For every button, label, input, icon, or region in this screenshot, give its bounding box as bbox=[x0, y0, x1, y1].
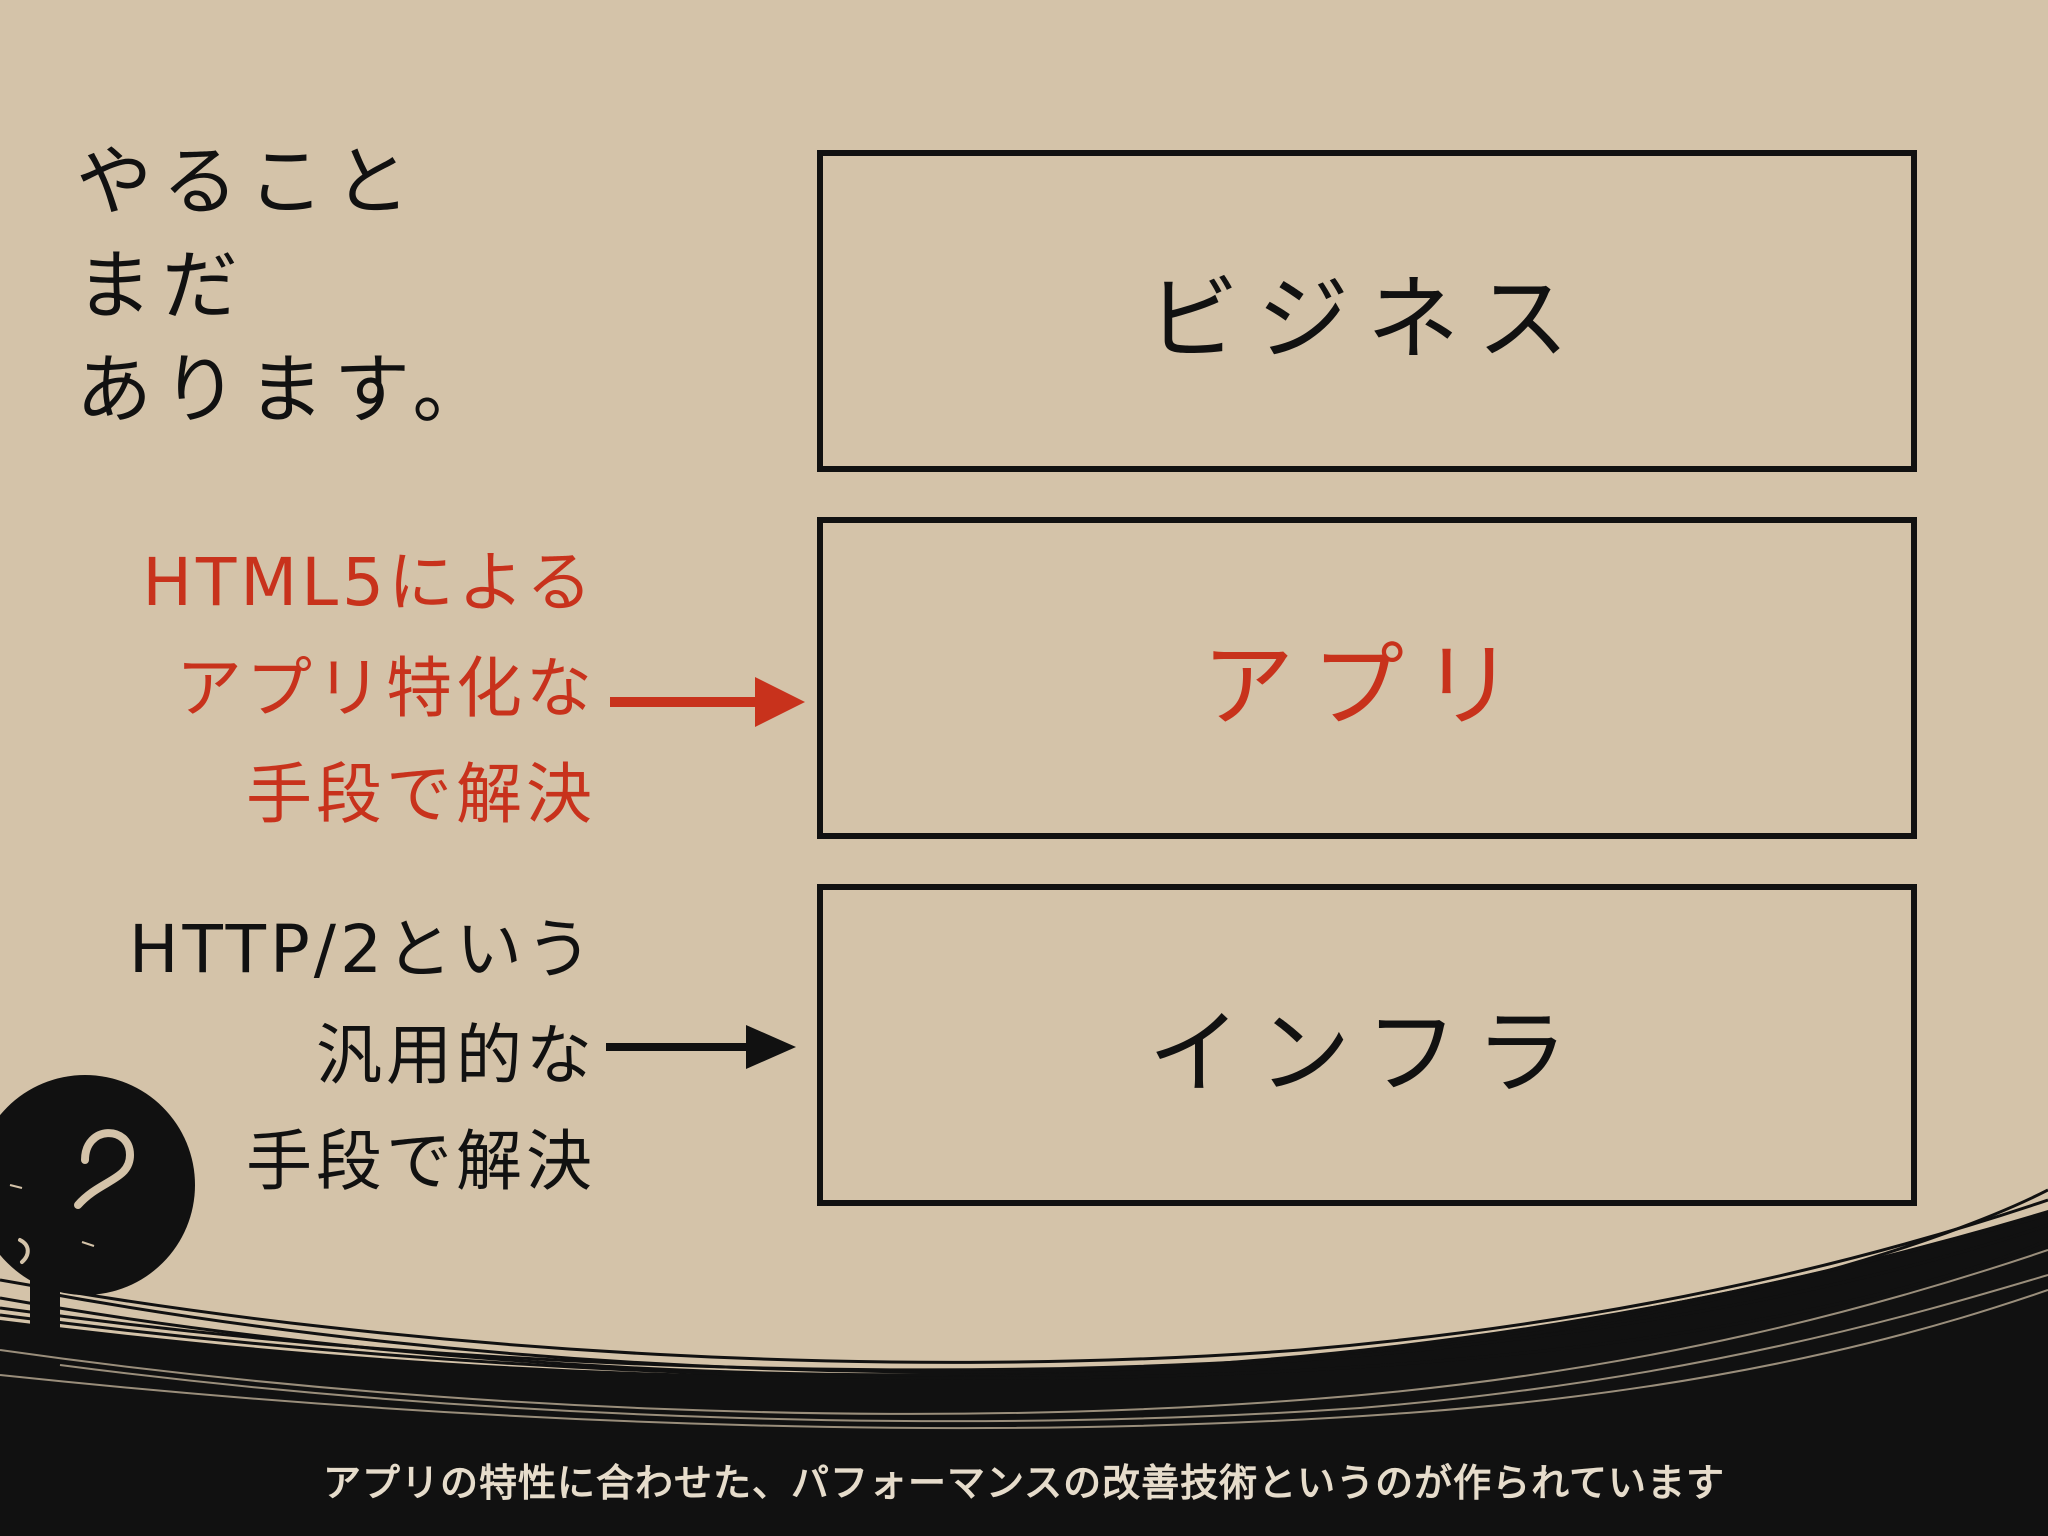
intro-line-1: やること bbox=[76, 130, 498, 234]
app-note: HTML5による アプリ特化な 手段で解決 bbox=[142, 530, 596, 848]
infra-note-line-1: HTTP/2という bbox=[129, 897, 596, 1003]
slide-caption: アプリの特性に合わせた、パフォーマンスの改善技術というのが作られています bbox=[0, 1452, 2048, 1507]
intro-line-2: まだ bbox=[76, 234, 498, 338]
app-layer-label: アプリ bbox=[1202, 612, 1532, 745]
business-layer-label: ビジネス bbox=[1147, 245, 1587, 378]
question-head-icon bbox=[0, 1070, 220, 1330]
intro-text: やること まだ あります。 bbox=[76, 130, 498, 442]
infra-layer-box: インフラ bbox=[817, 884, 1917, 1206]
app-note-line-1: HTML5による bbox=[142, 530, 596, 636]
arrow-right-icon bbox=[606, 1022, 806, 1072]
business-layer-box: ビジネス bbox=[817, 150, 1917, 472]
app-layer-box: アプリ bbox=[817, 517, 1917, 839]
arrow-right-icon bbox=[610, 672, 810, 732]
intro-line-3: あります。 bbox=[76, 338, 498, 442]
app-note-line-2: アプリ特化な bbox=[142, 636, 596, 742]
infra-layer-label: インフラ bbox=[1148, 979, 1585, 1112]
app-note-line-3: 手段で解決 bbox=[142, 742, 596, 848]
